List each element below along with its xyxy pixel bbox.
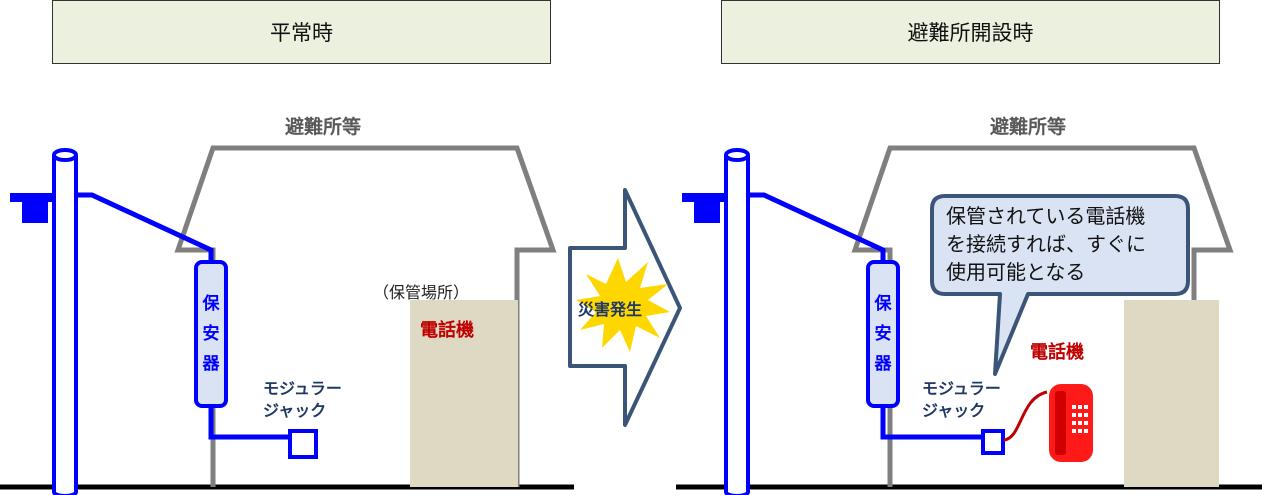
pole-box-normal xyxy=(22,193,48,223)
callout-text: 保管されている電話機 を接続すれば、すぐに 使用可能となる xyxy=(946,202,1146,286)
title-open: 避難所開設時 xyxy=(721,0,1220,64)
jack-label-line: モジュラー xyxy=(922,379,1001,398)
protector-char: 安 xyxy=(202,324,220,344)
burst-icon xyxy=(576,258,670,352)
protector-normal: 保 安 器 xyxy=(194,260,228,408)
title-normal: 平常時 xyxy=(52,0,551,64)
jack-label-open: モジュラー ジャック xyxy=(922,378,1001,422)
phone-label-normal: 電話機 xyxy=(420,320,474,341)
phone-cord xyxy=(1003,390,1048,442)
callout-line: 保管されている電話機 xyxy=(946,204,1146,228)
modular-jack-open xyxy=(981,429,1005,455)
jack-label-line: ジャック xyxy=(922,401,986,420)
transition-label: 災害発生 xyxy=(578,300,643,319)
protector-char: 保 xyxy=(202,294,220,314)
modular-jack-normal xyxy=(288,429,318,459)
service-line-normal xyxy=(76,192,214,262)
utility-pole-normal xyxy=(10,148,78,495)
building-label-open: 避難所等 xyxy=(990,116,1067,138)
utility-pole-open xyxy=(682,148,750,495)
callout-line: を接続すれば、すぐに xyxy=(946,232,1146,256)
jack-label-line: ジャック xyxy=(263,401,327,420)
storage-area-normal xyxy=(410,300,518,487)
storage-area-open xyxy=(1124,300,1219,487)
callout-line: 使用可能となる xyxy=(946,260,1086,284)
phone-label-open: 電話機 xyxy=(1030,342,1084,363)
protector-char: 器 xyxy=(874,354,892,374)
jack-label-normal: モジュラー ジャック xyxy=(263,378,342,422)
jack-line-normal xyxy=(208,395,290,440)
telephone-icon-open xyxy=(1049,384,1093,462)
protector-char: 保 xyxy=(874,294,892,314)
pole-box-open xyxy=(694,193,720,223)
protector-char: 器 xyxy=(202,354,220,374)
storage-label: （保管場所） xyxy=(373,283,470,302)
protector-char: 安 xyxy=(874,324,892,344)
jack-line-open xyxy=(880,395,983,440)
protector-open: 保 安 器 xyxy=(866,260,900,408)
speech-callout xyxy=(930,194,1190,376)
service-line-open xyxy=(748,192,886,262)
building-label-normal: 避難所等 xyxy=(285,116,362,138)
jack-label-line: モジュラー xyxy=(263,379,342,398)
